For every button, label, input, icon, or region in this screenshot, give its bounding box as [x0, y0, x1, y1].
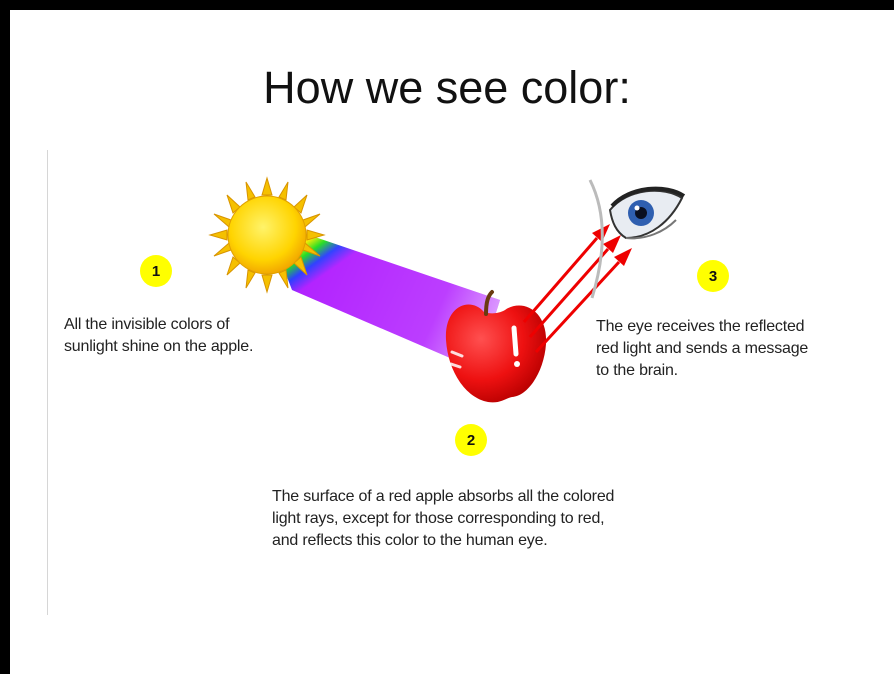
step-3-line-3: to the brain. [596, 360, 808, 382]
step-3-line-1: The eye receives the reflected [596, 316, 808, 338]
sun-icon [210, 178, 324, 292]
step-2-line-1: The surface of a red apple absorbs all t… [272, 486, 614, 508]
step-3-caption: The eye receives the reflected red light… [596, 316, 808, 382]
step-2-caption: The surface of a red apple absorbs all t… [272, 486, 614, 552]
step-2-line-3: and reflects this color to the human eye… [272, 530, 614, 552]
step-2-line-2: light rays, except for those correspondi… [272, 508, 614, 530]
step-3-line-2: red light and sends a message [596, 338, 808, 360]
step-1-line-1: All the invisible colors of [64, 314, 253, 336]
step-2-badge: 2 [455, 424, 487, 456]
step-3-badge: 3 [697, 260, 729, 292]
step-1-line-2: sunlight shine on the apple. [64, 336, 253, 358]
step-1-badge: 1 [140, 255, 172, 287]
step-1-caption: All the invisible colors of sunlight shi… [64, 314, 253, 358]
